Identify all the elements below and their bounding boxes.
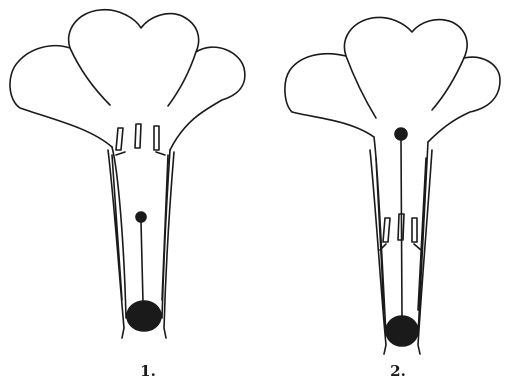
figure-2-caption: 2.: [383, 362, 413, 380]
flower-2-petal-fold-left: [346, 56, 376, 118]
flower-1-stigma: [136, 212, 146, 222]
flower-2-petal-fold-right: [432, 58, 464, 110]
flower-2-style: [401, 140, 402, 318]
flower-2-stigma: [395, 128, 407, 140]
figure-1-caption: 1.: [133, 362, 163, 380]
flower-1: [10, 10, 245, 338]
flower-1-ovary: [127, 301, 161, 331]
flower-1-anthers: [116, 124, 165, 155]
flower-2-corolla: [285, 17, 500, 142]
flower-1-petal-fold-right: [168, 52, 196, 106]
flower-2: [285, 17, 500, 354]
flower-2-ovary: [386, 316, 418, 346]
flower-2-anthers: [380, 214, 421, 250]
flower-1-corolla: [10, 10, 245, 150]
flower-1-style: [141, 222, 143, 302]
flower-1-petal-fold-left: [70, 48, 110, 105]
